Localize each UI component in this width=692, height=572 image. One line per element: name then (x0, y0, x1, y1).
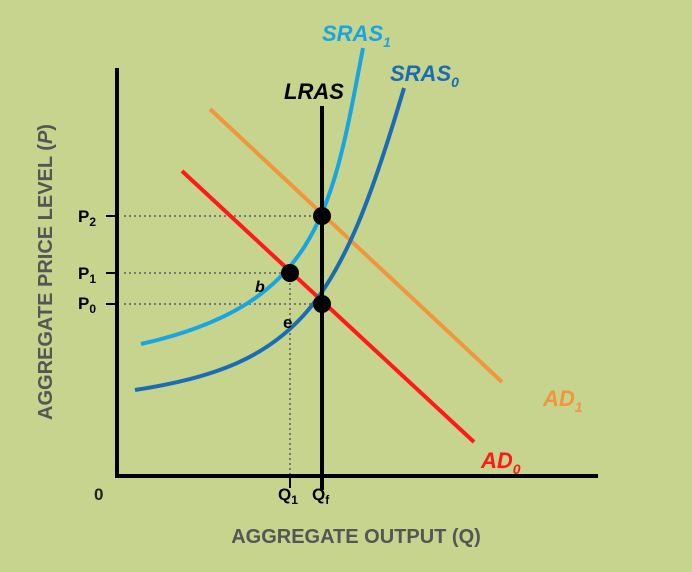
y-axis-title: AGGREGATE PRICE LEVEL (P) (35, 124, 57, 420)
tick-label-qf: Qf (312, 485, 330, 507)
equilibrium-point-b (281, 264, 299, 282)
label-lras: LRAS (284, 79, 344, 104)
tick-label-p2: P2 (78, 207, 96, 229)
equilibrium-point-e (313, 295, 331, 313)
origin-label: 0 (94, 485, 103, 504)
label-ad1: AD1 (542, 386, 583, 415)
sras0-curve (134, 87, 406, 392)
x-axis-title: AGGREGATE OUTPUT (Q) (231, 526, 481, 548)
guide-lines (124, 215, 322, 476)
equilibrium-point-p2 (313, 207, 331, 225)
label-sras1: SRAS1 (322, 21, 391, 50)
label-sras0: SRAS0 (390, 61, 459, 90)
point-label-b: b (255, 279, 265, 296)
tick-marks (106, 215, 291, 488)
tick-label-p0: P0 (78, 294, 96, 316)
label-ad0: AD0 (480, 448, 521, 477)
ad1-curve (208, 107, 504, 384)
tick-label-q1: Q1 (278, 485, 298, 507)
point-label-e: e (283, 313, 292, 332)
tick-label-p1: P1 (78, 264, 96, 286)
sras1-curve (140, 47, 365, 346)
